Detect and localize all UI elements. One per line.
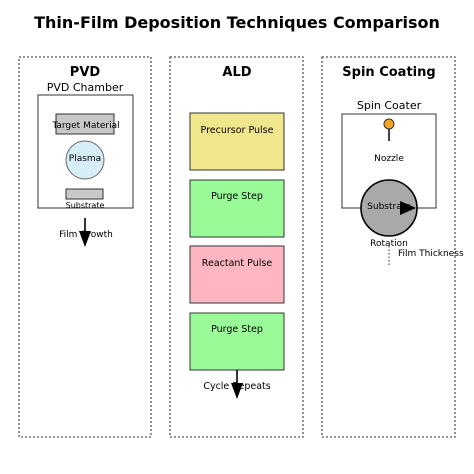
cycle-repeat-arrow-head [231,383,243,399]
plasma-label: Plasma [69,154,101,164]
target-material-label: Target Material [51,121,119,131]
ald-step-2: Purge Step [189,179,285,238]
spin-panel: Spin Coating Spin Coater Nozzle Substrat… [321,56,464,438]
spin-heading: Spin Coating [342,65,435,80]
ald-step-label: Reactant Pulse [202,258,273,269]
target-material-block [55,113,115,135]
ald-step-box [189,312,285,371]
film-growth-arrow-head [79,231,91,247]
ald-panel-border [169,56,304,438]
ald-step-box [189,112,285,171]
spin-panel-border [321,56,456,438]
ald-step-1: Precursor Pulse [189,112,285,171]
nozzle-label: Nozzle [374,154,404,164]
pvd-chamber-label: PVD Chamber [47,81,124,94]
ald-step-label: Precursor Pulse [201,125,274,136]
pvd-heading: PVD [70,65,101,80]
ald-step-label: Purge Step [211,324,263,335]
page-title: Thin-Film Deposition Techniques Comparis… [34,13,440,32]
plasma-circle [65,140,105,180]
ald-step-label: Purge Step [211,191,263,202]
ald-heading: ALD [222,65,251,80]
ald-step-4: Purge Step [189,312,285,371]
film-thickness-label: Film Thickness [398,249,464,259]
spin-substrate-label: Substrate [367,202,411,212]
rotation-arrow-head [400,201,416,215]
ald-panel: ALD Precursor Pulse Purge Step Reactant … [169,56,304,438]
pvd-panel-border [18,56,152,438]
nozzle-icon [383,118,395,130]
ald-step-3: Reactant Pulse [189,245,285,304]
pvd-substrate-label: Substrate [66,201,105,210]
spin-coater-label: Spin Coater [357,99,422,112]
ald-step-box [189,245,285,304]
ald-step-box [189,179,285,238]
pvd-panel: PVD PVD Chamber Target Material Plasma S… [18,56,152,438]
spinning-substrate-disk [360,179,418,237]
substrate-block [65,188,104,200]
rotation-label: Rotation [370,239,408,249]
